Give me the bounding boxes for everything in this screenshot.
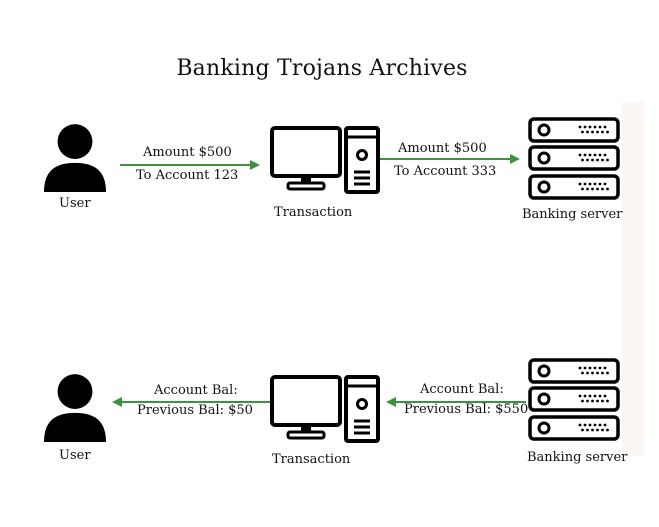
top-user-label: User bbox=[59, 196, 91, 211]
diagram-title: Banking Trojans Archives bbox=[176, 56, 468, 81]
bottom-user-label: User bbox=[59, 448, 91, 463]
top-arrow2-line1: Amount $500 bbox=[398, 141, 487, 156]
bottom-arrow1-line2: Previous Bal: $50 bbox=[137, 403, 253, 418]
top-computer-icon bbox=[270, 126, 380, 194]
top-arrow2-line2: To Account 333 bbox=[394, 164, 497, 179]
bottom-arrow2-line2: Previous Bal: $550 bbox=[404, 402, 529, 417]
bottom-computer-icon bbox=[270, 375, 380, 443]
top-server-label: Banking server bbox=[522, 207, 623, 222]
bottom-computer-label: Transaction bbox=[272, 452, 351, 467]
top-arrow1-line1: Amount $500 bbox=[143, 145, 232, 160]
bottom-arrow1-line1: Account Bal: bbox=[154, 383, 238, 398]
side-strip bbox=[622, 102, 644, 456]
top-server-icon bbox=[528, 117, 620, 200]
top-user-icon bbox=[44, 124, 106, 192]
bottom-arrow2-line1: Account Bal: bbox=[420, 382, 504, 397]
bottom-server-label: Banking server bbox=[527, 450, 628, 465]
bottom-server-icon bbox=[528, 358, 620, 441]
top-arrow1-line2: To Account 123 bbox=[136, 168, 239, 183]
bottom-user-icon bbox=[44, 374, 106, 442]
top-computer-label: Transaction bbox=[274, 205, 353, 220]
